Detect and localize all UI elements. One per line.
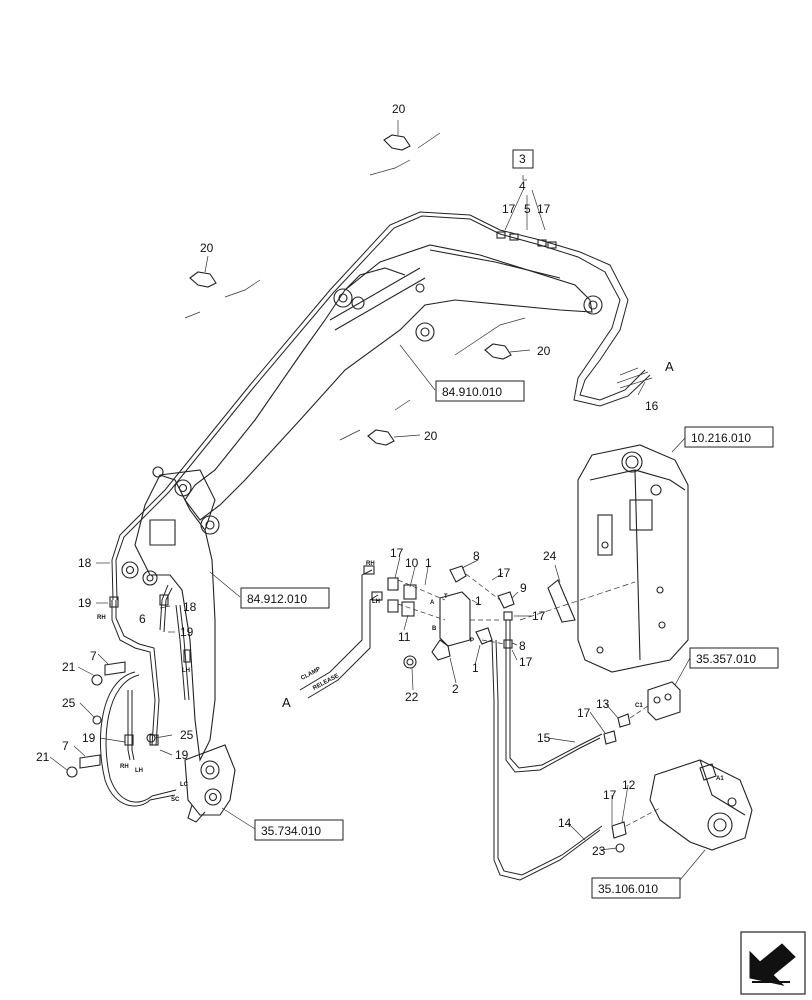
ref-box-84910 bbox=[435, 380, 525, 402]
label-rh: RH bbox=[366, 561, 375, 567]
callout-17: 17 bbox=[577, 706, 591, 720]
reference-boxes: 84.910.010 84.912.010 10.216.010 35.357.… bbox=[240, 380, 779, 899]
label-a-port: A bbox=[430, 600, 435, 606]
callout-20: 20 bbox=[424, 429, 438, 443]
callout-20: 20 bbox=[392, 102, 406, 116]
callout-5: 5 bbox=[524, 202, 531, 216]
callout-20: 20 bbox=[200, 241, 214, 255]
clip-parts bbox=[189, 134, 512, 446]
ref-10216: 10.216.010 bbox=[691, 431, 751, 445]
pump-assembly bbox=[611, 759, 753, 853]
port-labels: RH LH RH LH RH LH T A B P LC SC C1 A1 CL… bbox=[97, 561, 724, 803]
callout-7: 7 bbox=[90, 649, 97, 663]
callout-19: 19 bbox=[180, 625, 194, 639]
leader-lines bbox=[49, 120, 706, 887]
callout-3-box bbox=[512, 149, 534, 169]
callout-17: 17 bbox=[603, 788, 617, 802]
callout-1: 1 bbox=[475, 594, 482, 608]
callout-25: 25 bbox=[180, 728, 194, 742]
callout-17: 17 bbox=[519, 655, 533, 669]
label-rh: RH bbox=[97, 615, 106, 621]
boom-hoses bbox=[111, 211, 653, 633]
arm-hoses bbox=[66, 594, 191, 807]
callout-25: 25 bbox=[62, 696, 76, 710]
boom-arm-assembly bbox=[121, 244, 603, 823]
callout-6: 6 bbox=[139, 612, 146, 626]
ref-box-35357 bbox=[689, 647, 779, 669]
callout-7: 7 bbox=[62, 739, 69, 753]
callout-14: 14 bbox=[558, 816, 572, 830]
callout-4: 4 bbox=[519, 179, 526, 193]
callout-8: 8 bbox=[519, 639, 526, 653]
ref-box-84912 bbox=[240, 587, 330, 609]
label-c1: C1 bbox=[635, 703, 643, 709]
callout-11: 11 bbox=[398, 630, 411, 644]
callout-2: 2 bbox=[452, 682, 459, 696]
callout-1: 1 bbox=[472, 661, 479, 675]
hydraulic-tank bbox=[519, 444, 689, 673]
callout-9: 9 bbox=[520, 581, 527, 595]
control-valve-block bbox=[603, 681, 681, 745]
label-lh: LH bbox=[182, 668, 190, 674]
label-release: RELEASE bbox=[312, 673, 340, 692]
section-marker-a: A bbox=[282, 695, 291, 710]
callout-20: 20 bbox=[537, 344, 551, 358]
callout-21: 21 bbox=[62, 660, 76, 674]
callout-1: 1 bbox=[425, 556, 432, 570]
label-lh: LH bbox=[135, 768, 143, 774]
callout-17: 17 bbox=[502, 202, 516, 216]
callout-12: 12 bbox=[622, 778, 636, 792]
ref-35106: 35.106.010 bbox=[598, 882, 658, 896]
callout-13: 13 bbox=[596, 697, 610, 711]
label-a1: A1 bbox=[716, 776, 724, 782]
ref-35357: 35.357.010 bbox=[696, 652, 756, 666]
label-b-port: B bbox=[432, 626, 437, 632]
callout-17: 17 bbox=[497, 566, 511, 580]
section-marker-a: A bbox=[665, 359, 674, 374]
label-lh: LH bbox=[372, 599, 380, 605]
callout-15: 15 bbox=[537, 731, 551, 745]
label-lc: LC bbox=[180, 782, 189, 788]
label-rh: RH bbox=[120, 764, 129, 770]
arrow-back-icon[interactable] bbox=[740, 931, 806, 995]
callout-18: 18 bbox=[183, 600, 197, 614]
callout-3: 3 bbox=[519, 152, 526, 166]
callout-8: 8 bbox=[473, 549, 480, 563]
ref-35734: 35.734.010 bbox=[261, 824, 321, 838]
callout-19: 19 bbox=[78, 596, 92, 610]
label-t-port: T bbox=[444, 594, 448, 600]
valve-assembly bbox=[299, 565, 603, 881]
ref-box-10216 bbox=[684, 426, 774, 448]
callout-10: 10 bbox=[405, 556, 419, 570]
callout-18: 18 bbox=[78, 556, 92, 570]
ref-84912: 84.912.010 bbox=[247, 592, 307, 606]
callout-21: 21 bbox=[36, 750, 50, 764]
callout-19: 19 bbox=[175, 748, 189, 762]
callout-17: 17 bbox=[532, 609, 546, 623]
callout-23: 23 bbox=[592, 844, 606, 858]
ref-box-35106 bbox=[591, 877, 681, 899]
callout-24: 24 bbox=[543, 549, 557, 563]
callout-17: 17 bbox=[390, 546, 404, 560]
label-sc: SC bbox=[171, 797, 180, 803]
label-p-port: P bbox=[470, 638, 474, 644]
label-clamp: CLAMP bbox=[300, 666, 322, 681]
callout-19: 19 bbox=[82, 731, 96, 745]
callout-22: 22 bbox=[405, 690, 419, 704]
callout-16: 16 bbox=[645, 399, 659, 413]
callout-17: 17 bbox=[537, 202, 551, 216]
ref-box-35734 bbox=[254, 819, 344, 841]
callouts: 20 20 20 20 3 4 17 5 17 A 16 18 19 6 18 … bbox=[36, 102, 674, 858]
ref-84910: 84.910.010 bbox=[442, 385, 502, 399]
